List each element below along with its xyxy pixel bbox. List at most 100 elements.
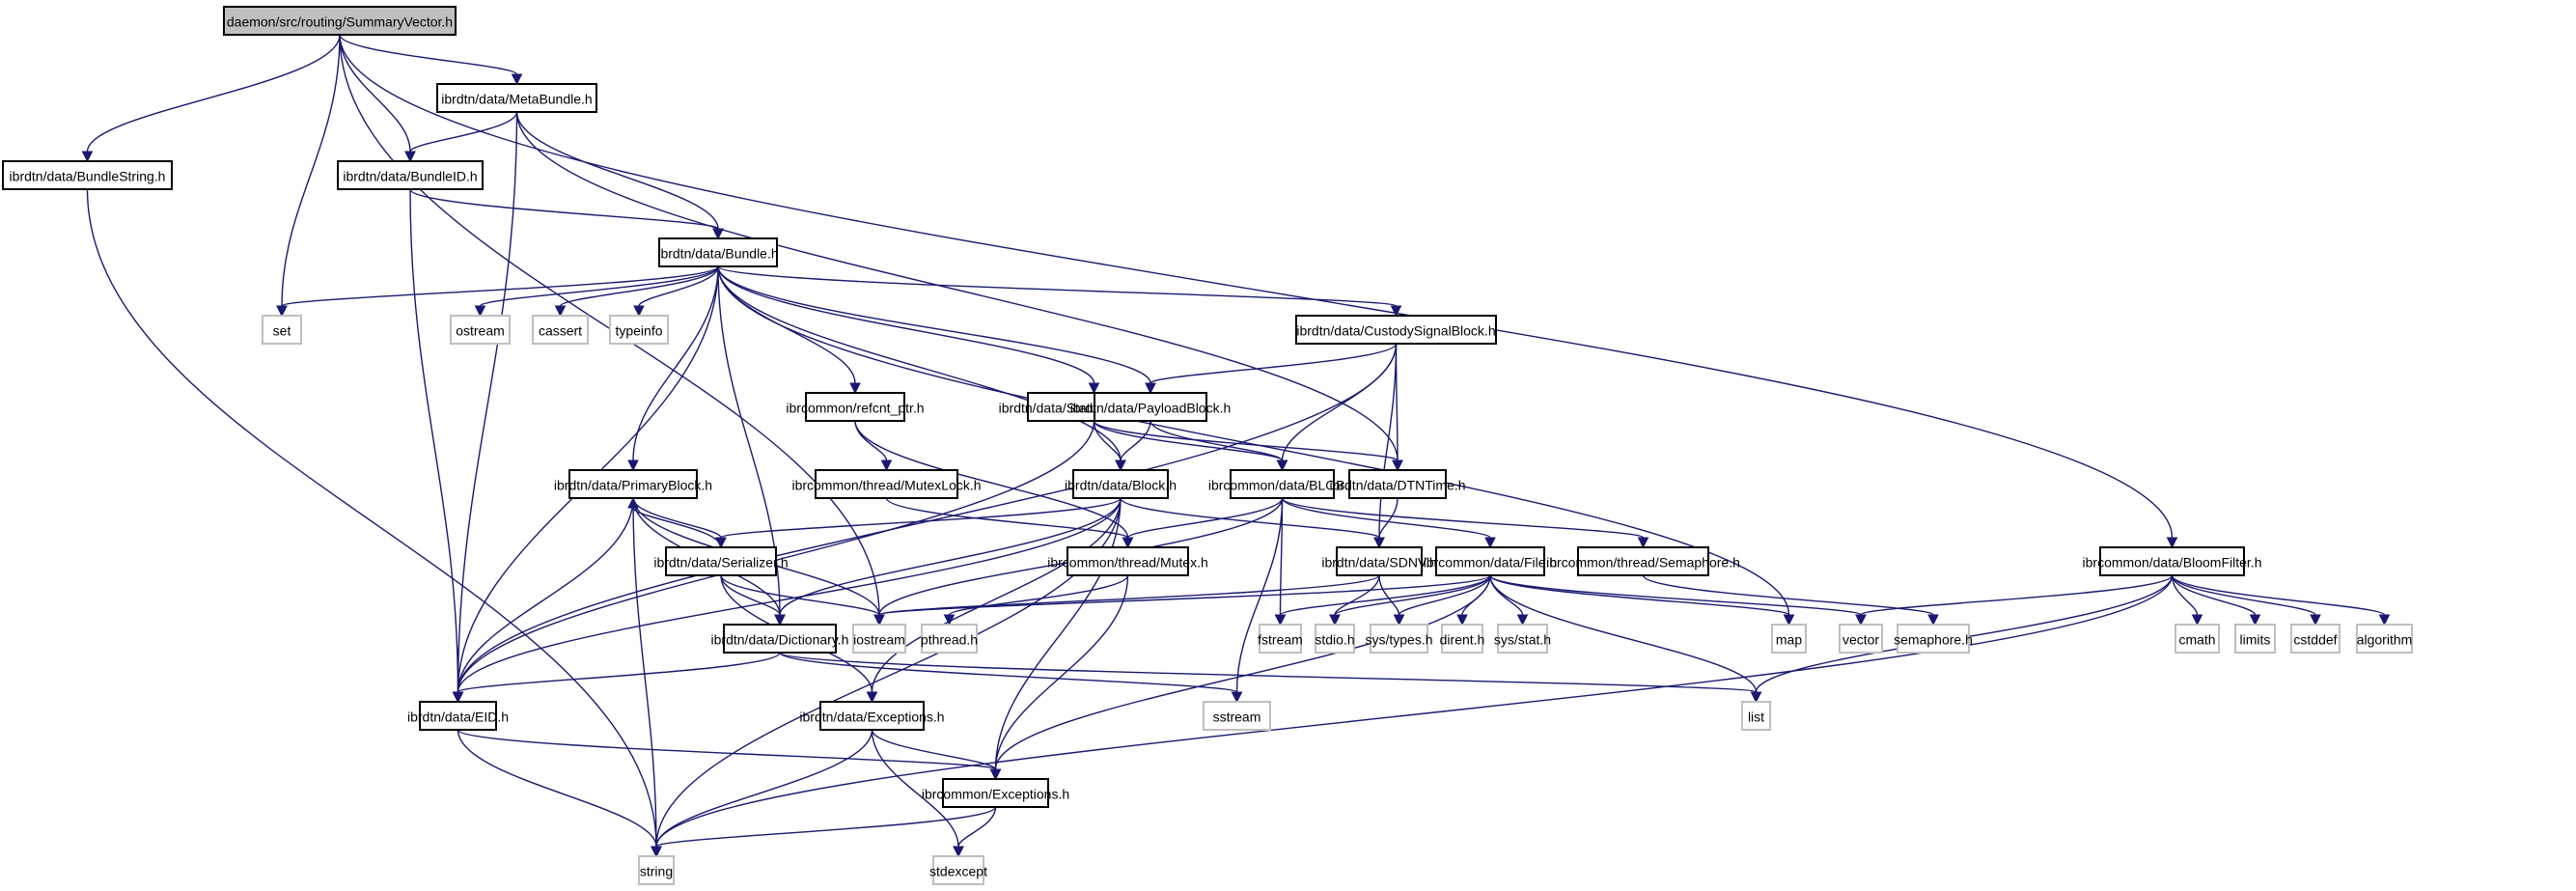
arrowhead-icon [276, 305, 288, 318]
arrowhead-icon [511, 73, 523, 86]
node-dirent: dirent.h [1440, 624, 1484, 654]
edge-Dictionary-to-sstream [779, 652, 1243, 704]
node-label: ostream [456, 323, 505, 339]
node-label: ibrcommon/thread/Mutex.h [1047, 555, 1208, 571]
node-sdnv[interactable]: ibrdtn/data/SDNV.h [1321, 546, 1437, 576]
node-systypes: sys/types.h [1365, 624, 1433, 654]
arrowhead-icon [866, 691, 878, 704]
node-payloadblock[interactable]: ibrdtn/data/PayloadBlock.h [1070, 392, 1232, 422]
node-box [638, 855, 675, 885]
edge-Serializer-to-Dictionary [720, 574, 786, 626]
arrowhead-icon [1393, 614, 1405, 626]
node-label: ibrcommon/data/BloomFilter.h [2083, 555, 2262, 571]
arrowhead-icon [989, 768, 1002, 781]
node-box [921, 624, 978, 654]
node-dataexceptions[interactable]: ibrdtn/data/Exceptions.h [799, 701, 945, 731]
node-metabundle[interactable]: ibrdtn/data/MetaBundle.h [436, 83, 597, 113]
node-label: ibrdtn/data/EID.h [407, 710, 509, 725]
edge-Mutex-to-pthread [943, 574, 1129, 626]
edge-DTNTime-to-SDNV [1373, 497, 1399, 549]
edge-Bundle-to-StatusReportBlock [717, 265, 1100, 395]
node-box [450, 315, 511, 345]
node-block[interactable]: ibrdtn/data/Block.h [1065, 469, 1177, 499]
node-label: ibrcommon/refcnt_ptr.h [786, 401, 924, 416]
node-refcnt_ptr[interactable]: ibrcommon/refcnt_ptr.h [786, 392, 925, 422]
node-mutex[interactable]: ibrcommon/thread/Mutex.h [1047, 546, 1208, 576]
arrowhead-icon [1855, 614, 1867, 626]
node-sysstat: sys/stat.h [1494, 624, 1551, 654]
arrowhead-icon [943, 614, 956, 626]
node-label: ibrdtn/data/Block.h [1065, 478, 1177, 493]
node-mutexlock[interactable]: ibrcommon/thread/MutexLock.h [791, 469, 982, 499]
node-box [942, 778, 1049, 808]
node-label: limits [2240, 632, 2271, 648]
node-box [1435, 546, 1545, 576]
edge-CommonExceptions-to-stdexcept [953, 806, 997, 858]
edge-BLOB-to-File [1281, 497, 1496, 549]
arrowhead-icon [2378, 614, 2391, 626]
node-eid[interactable]: ibrdtn/data/EID.h [407, 701, 509, 731]
edge-MetaBundle-to-EID [452, 111, 518, 704]
edge-BLOB-to-fstream [1274, 497, 1287, 626]
node-label: ibrdtn/data/PayloadBlock.h [1070, 401, 1232, 416]
edge-MetaBundle-to-Bundle [515, 111, 724, 240]
node-label: string [640, 864, 673, 879]
edge-Semaphore-to-semaphore_h [1642, 574, 1939, 626]
node-fstream: fstream [1258, 624, 1303, 654]
node-box [805, 392, 905, 422]
edge-DataExceptions-to-CommonExceptions [871, 729, 1002, 781]
edge-refcnt_ptr-to-MutexLock [854, 420, 893, 472]
node-label: ibrdtn/data/Dictionary.h [711, 632, 849, 648]
node-bundlestring[interactable]: ibrdtn/data/BundleString.h [2, 160, 173, 190]
node-blob[interactable]: ibrcommon/data/BLOB.h [1208, 469, 1356, 499]
node-box [1441, 624, 1483, 654]
arrowhead-icon [1088, 382, 1100, 395]
node-file[interactable]: ibrcommon/data/File.h [1424, 546, 1558, 576]
edges-layer [81, 34, 2391, 858]
node-label: ibrdtn/data/BundleString.h [10, 169, 166, 184]
edge-Block-to-EID [452, 497, 1122, 704]
node-bundle[interactable]: ibrdtn/data/Bundle.h [657, 237, 779, 267]
node-label: ibrcommon/data/File.h [1424, 555, 1558, 571]
node-pthread: pthread.h [921, 624, 978, 654]
node-dictionary[interactable]: ibrdtn/data/Dictionary.h [711, 624, 849, 654]
node-custodysignalblock[interactable]: ibrdtn/data/CustodySignalBlock.h [1295, 315, 1497, 345]
node-box [2, 160, 173, 190]
node-serializer[interactable]: ibrdtn/data/Serializer.h [653, 546, 789, 576]
node-box [419, 701, 497, 731]
node-label: cstddef [2293, 632, 2337, 648]
node-dtntime[interactable]: ibrdtn/data/DTNTime.h [1329, 469, 1466, 499]
node-label: ibrcommon/thread/Semaphore.h [1546, 555, 1740, 571]
node-box [1259, 624, 1302, 654]
node-label: ibrdtn/data/BundleID.h [343, 169, 477, 184]
edge-SummaryVector-to-MetaBundle [339, 34, 523, 86]
node-bloomfilter[interactable]: ibrcommon/data/BloomFilter.h [2083, 546, 2262, 576]
arrowhead-icon [1783, 614, 1795, 626]
edge-PrimaryBlock-to-string [632, 497, 662, 858]
node-box [1771, 624, 1807, 654]
edge-BundleString-to-string [86, 188, 662, 858]
edge-StatusReportBlock-to-DTNTime [1093, 420, 1403, 472]
edge-CustodySignalBlock-to-DTNTime [1392, 343, 1403, 472]
node-box [1370, 624, 1428, 654]
edge-SummaryVector-to-BundleString [81, 34, 341, 163]
edge-MetaBundle-to-DTNTime [515, 111, 1403, 472]
node-bundleid[interactable]: ibrdtn/data/BundleID.h [337, 160, 484, 190]
edge-PrimaryBlock-to-Serializer [632, 497, 727, 549]
node-commonexceptions[interactable]: ibrcommon/Exceptions.h [922, 778, 1069, 808]
node-box [1203, 701, 1271, 731]
arrowhead-icon [712, 228, 724, 240]
node-label: ibrdtn/data/Bundle.h [657, 246, 778, 262]
node-box [1577, 546, 1709, 576]
node-vector: vector [1839, 624, 1883, 654]
node-list: list [1741, 701, 1771, 731]
node-label: ibrcommon/Exceptions.h [922, 787, 1069, 802]
node-label: stdio.h [1315, 632, 1354, 648]
edge-Serializer-to-PrimaryBlock [627, 496, 722, 548]
node-primaryblock[interactable]: ibrdtn/data/PrimaryBlock.h [554, 469, 712, 499]
node-semaphore[interactable]: ibrcommon/thread/Semaphore.h [1546, 546, 1740, 576]
node-limits: limits [2234, 624, 2276, 654]
node-label: ibrdtn/data/SDNV.h [1321, 555, 1436, 571]
node-summaryvector[interactable]: daemon/src/routing/SummaryVector.h [223, 6, 457, 36]
arrowhead-icon [1276, 459, 1288, 472]
